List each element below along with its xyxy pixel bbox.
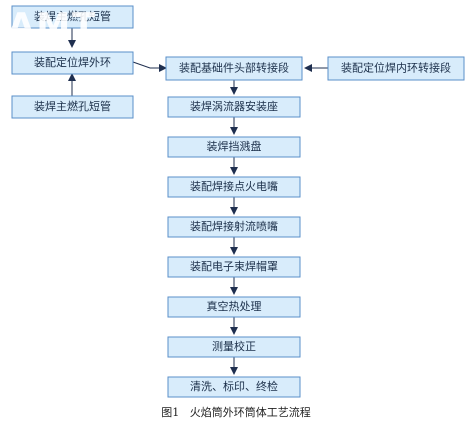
process-box-inner-ring: 装配定位焊内环转接段: [327, 56, 465, 81]
process-box-outer-ring: 装配定位焊外环: [11, 51, 134, 75]
process-box-splash-plate: 装焊挡溅盘: [167, 136, 301, 158]
process-box-label: 装配焊接点火电嘴: [190, 179, 278, 193]
process-box-label: 测量校正: [212, 339, 256, 353]
process-box-igniter: 装配焊接点火电嘴: [167, 176, 301, 198]
process-box-label: 装焊主燃孔短管: [34, 9, 111, 23]
process-box-label: 真空热处理: [207, 299, 262, 313]
process-box-label: 装焊挡溅盘: [207, 139, 262, 153]
process-box-swirler-seat: 装焊涡流器安装座: [167, 96, 301, 118]
process-box-final: 清洗、标印、终检: [167, 376, 301, 398]
process-box-label: 装焊涡流器安装座: [190, 99, 278, 113]
arrow-b1-to-b3: [132, 61, 167, 72]
figure-caption: 图1 火焰筒外环筒体工艺流程: [161, 406, 311, 419]
process-box-label: 装配定位焊外环: [34, 55, 111, 69]
process-box-label: 装焊主燃孔短管: [34, 99, 111, 113]
process-box-label: 装配定位焊内环转接段: [341, 61, 451, 75]
process-box-vacuum-heat: 真空热处理: [167, 296, 301, 318]
process-box-bottom-left: 装焊主燃孔短管: [11, 95, 134, 119]
connectors: [68, 28, 328, 375]
process-box-label: 装配焊接射流喷嘴: [190, 219, 278, 233]
process-box-measure: 测量校正: [167, 336, 301, 358]
process-box-head-adapter: 装配基础件头部转接段: [165, 56, 303, 81]
process-box-label: 清洗、标印、终检: [190, 379, 278, 393]
process-box-label: 装配电子束焊帽罩: [190, 259, 278, 273]
process-box-ebw-cap: 装配电子束焊帽罩: [167, 256, 301, 278]
process-box-top-left: 装焊主燃孔短管: [11, 5, 134, 29]
process-box-jet-nozzle: 装配焊接射流喷嘴: [167, 216, 301, 238]
process-box-label: 装配基础件头部转接段: [179, 61, 289, 75]
